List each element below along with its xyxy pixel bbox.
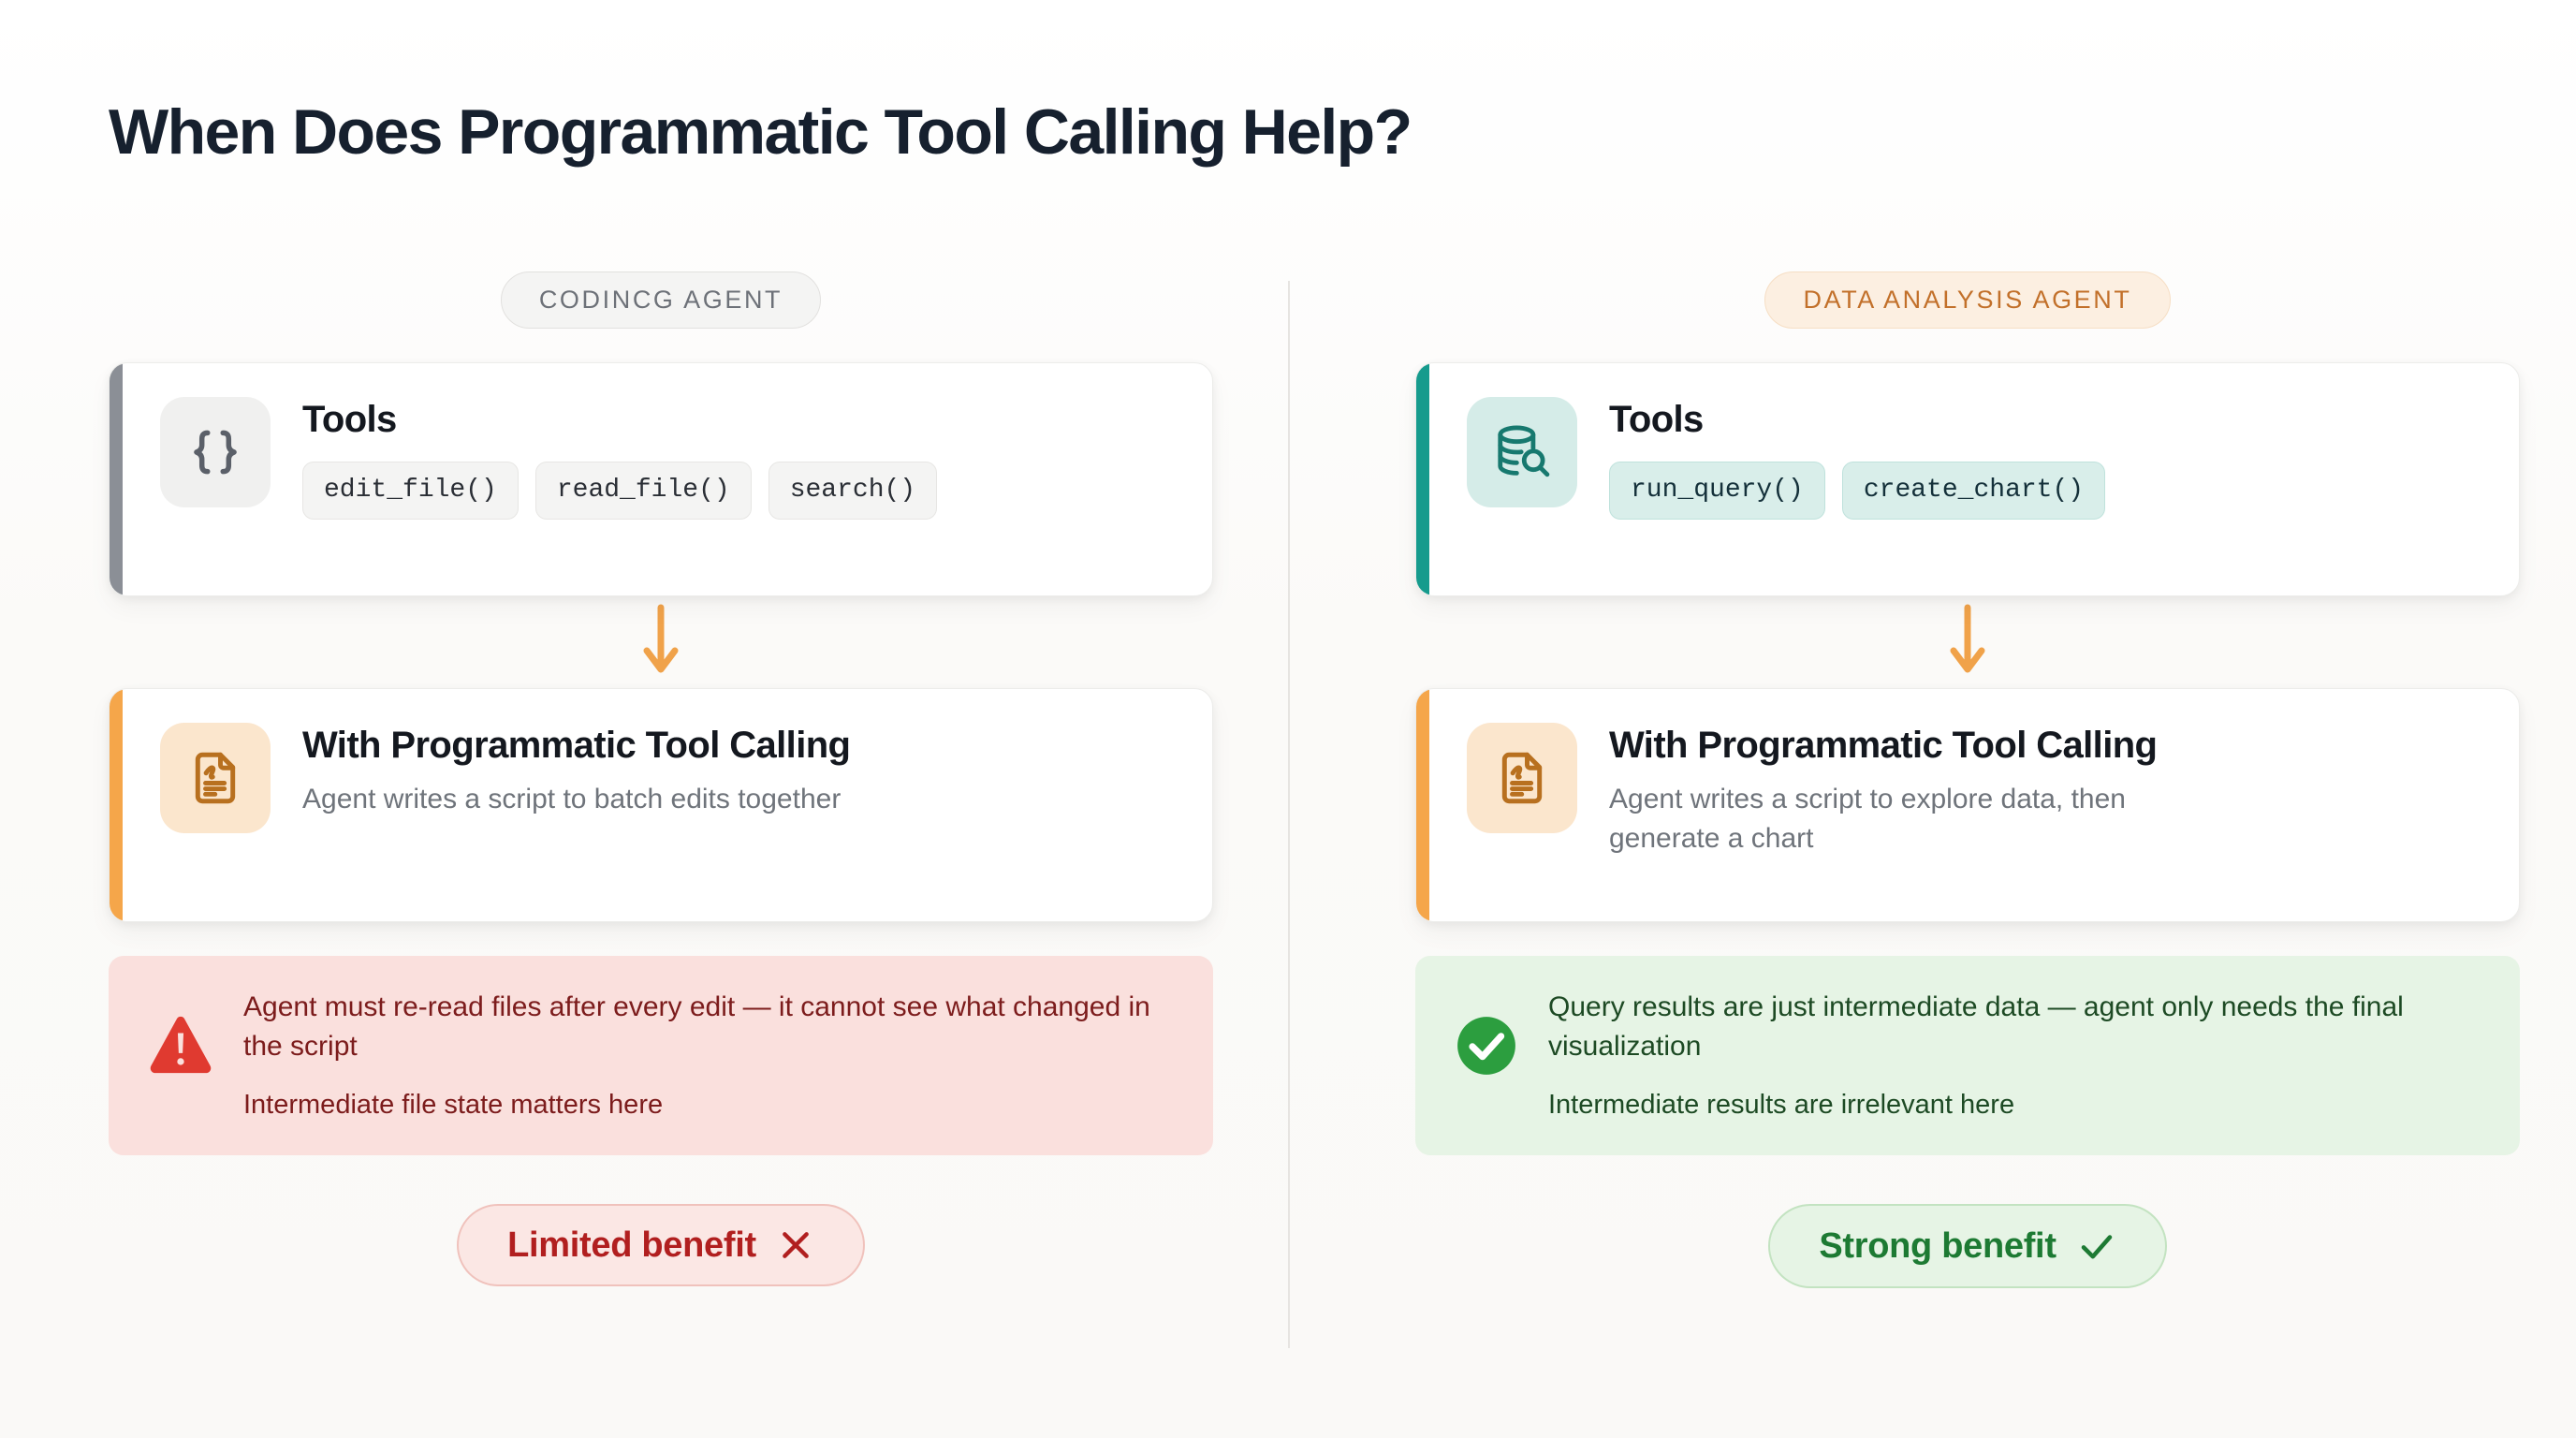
check-circle-icon: [1453, 1012, 1520, 1084]
agent-badge-coding: CODINCG AGENT: [500, 271, 822, 329]
note-sub-text: Intermediate file state matters here: [243, 1090, 664, 1120]
ptc-card-title: With Programmatic Tool Calling: [302, 725, 851, 766]
note-main-text: Agent must re-read files after every edi…: [243, 991, 1150, 1062]
verdict-row-data: Strong benefit: [1415, 1204, 2520, 1289]
verdict-row-coding: Limited benefit: [109, 1204, 1213, 1287]
check-icon: [2081, 1235, 2112, 1259]
column-data-analysis-agent: DATA ANALYSIS AGENT: [1415, 271, 2520, 1289]
ptc-card-title: With Programmatic Tool Calling: [1609, 725, 2158, 766]
database-search-icon: [1467, 397, 1577, 507]
tools-card-data: Tools run_query() create_chart(): [1415, 362, 2520, 596]
card-accent-bar: [110, 689, 123, 921]
badge-row-coding: CODINCG AGENT: [109, 271, 1213, 329]
tools-card-title: Tools: [1609, 399, 1704, 440]
arrow-down-icon: [1950, 604, 1985, 673]
ptc-card-data: With Programmatic Tool Calling Agent wri…: [1415, 688, 2520, 922]
comparison-columns: CODINCG AGENT Tools edit_file(): [0, 271, 2576, 1376]
braces-icon: [160, 397, 271, 507]
tool-chip-list-data: run_query() create_chart(): [1609, 461, 2481, 520]
tools-card-coding: Tools edit_file() read_file() search(): [109, 362, 1213, 596]
card-accent-bar: [1416, 363, 1429, 595]
tool-chip-list-coding: edit_file() read_file() search(): [302, 461, 1175, 520]
note-success-data: Query results are just intermediate data…: [1415, 956, 2520, 1156]
tools-card-title: Tools: [302, 399, 397, 440]
script-document-icon: [160, 723, 271, 833]
verdict-label: Limited benefit: [507, 1225, 756, 1266]
note-sub-text: Intermediate results are irrelevant here: [1548, 1090, 2015, 1120]
verdict-pill-limited: Limited benefit: [457, 1204, 865, 1287]
tool-chip[interactable]: edit_file(): [302, 461, 519, 520]
tool-chip[interactable]: read_file(): [534, 461, 752, 520]
ptc-card-description: Agent writes a script to batch edits tog…: [302, 783, 842, 814]
column-divider: [1288, 281, 1290, 1348]
cross-icon: [783, 1232, 809, 1258]
tool-chip[interactable]: run_query(): [1609, 461, 1825, 520]
ptc-card-description: Agent writes a script to explore data, t…: [1609, 783, 2126, 855]
note-main-text: Query results are just intermediate data…: [1548, 991, 2404, 1062]
page-title: When Does Programmatic Tool Calling Help…: [109, 96, 1412, 168]
script-document-icon: [1467, 723, 1577, 833]
flow-arrow-coding: [109, 596, 1213, 688]
card-accent-bar: [110, 363, 123, 595]
verdict-pill-strong: Strong benefit: [1768, 1204, 2167, 1289]
card-accent-bar: [1416, 689, 1429, 921]
arrow-down-icon: [643, 604, 679, 673]
tool-chip[interactable]: search(): [768, 461, 938, 520]
flow-arrow-data: [1415, 596, 2520, 688]
badge-row-data: DATA ANALYSIS AGENT: [1415, 271, 2520, 329]
tool-chip[interactable]: create_chart(): [1841, 461, 2106, 520]
note-warning-coding: Agent must re-read files after every edi…: [109, 956, 1213, 1156]
column-coding-agent: CODINCG AGENT Tools edit_file(): [109, 271, 1213, 1287]
ptc-card-coding: With Programmatic Tool Calling Agent wri…: [109, 688, 1213, 922]
warning-triangle-icon: [146, 1012, 215, 1082]
agent-badge-data-analysis: DATA ANALYSIS AGENT: [1764, 271, 2171, 329]
verdict-label: Strong benefit: [1819, 1226, 2056, 1267]
